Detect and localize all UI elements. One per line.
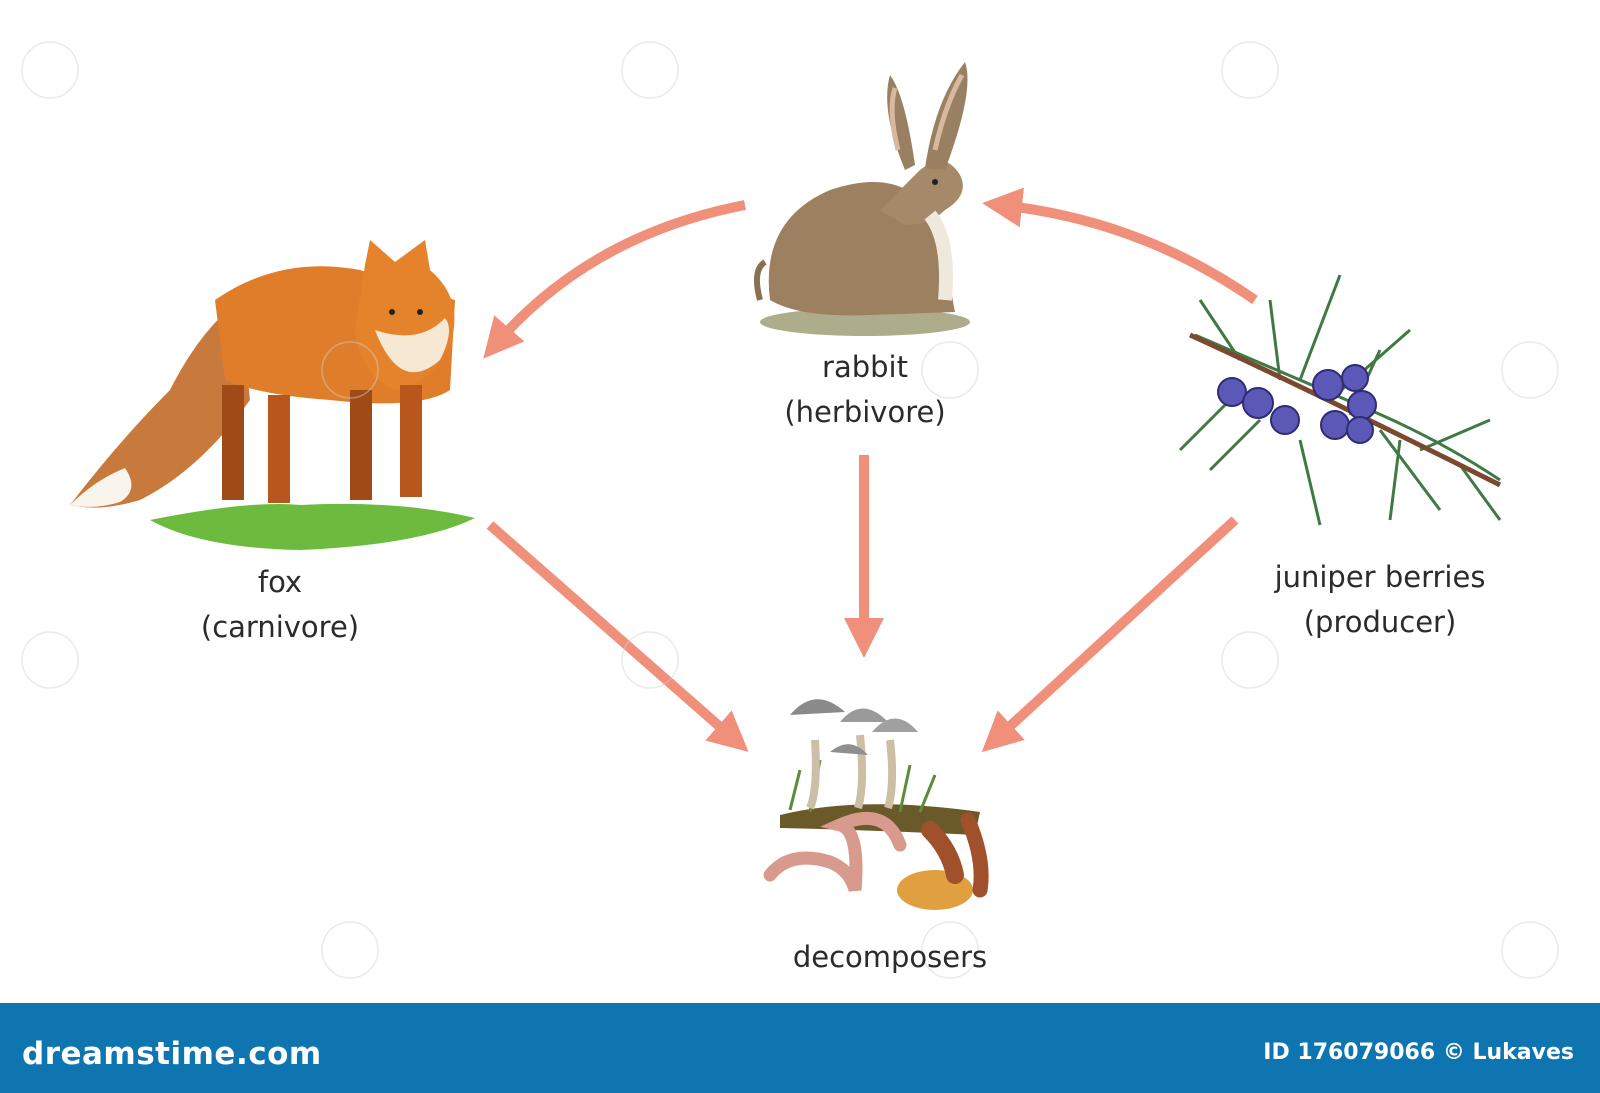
juniper-label: juniper berries (producer)	[1220, 555, 1540, 645]
fox-name: fox	[145, 560, 415, 605]
juniper-berries-icon	[1180, 275, 1500, 525]
decomposers-icon	[770, 699, 981, 910]
brand-logo[interactable]: dreamstime.com	[22, 1036, 322, 1072]
decomposers-label: decomposers	[700, 935, 1080, 980]
rabbit-icon	[757, 62, 970, 336]
arrow-rabbit-to-fox	[495, 205, 745, 345]
rabbit-label: rabbit (herbivore)	[730, 345, 1000, 435]
rabbit-name: rabbit	[730, 345, 1000, 390]
arrow-juniper-to-decomposers	[995, 520, 1235, 740]
fox-icon	[70, 240, 475, 550]
juniper-role: (producer)	[1220, 600, 1540, 645]
diagram-canvas	[0, 0, 1600, 1003]
food-web-diagram: rabbit (herbivore) fox (carnivore) junip…	[0, 0, 1600, 1003]
fox-label: fox (carnivore)	[145, 560, 415, 650]
juniper-name: juniper berries	[1220, 555, 1540, 600]
arrow-juniper-to-rabbit	[1000, 205, 1255, 300]
arrow-fox-to-decomposers	[490, 525, 735, 740]
rabbit-role: (herbivore)	[730, 390, 1000, 435]
stock-id-credit: ID 176079066 © Lukaves	[1263, 1040, 1574, 1065]
decomposers-name: decomposers	[700, 935, 1080, 980]
fox-role: (carnivore)	[145, 605, 415, 650]
